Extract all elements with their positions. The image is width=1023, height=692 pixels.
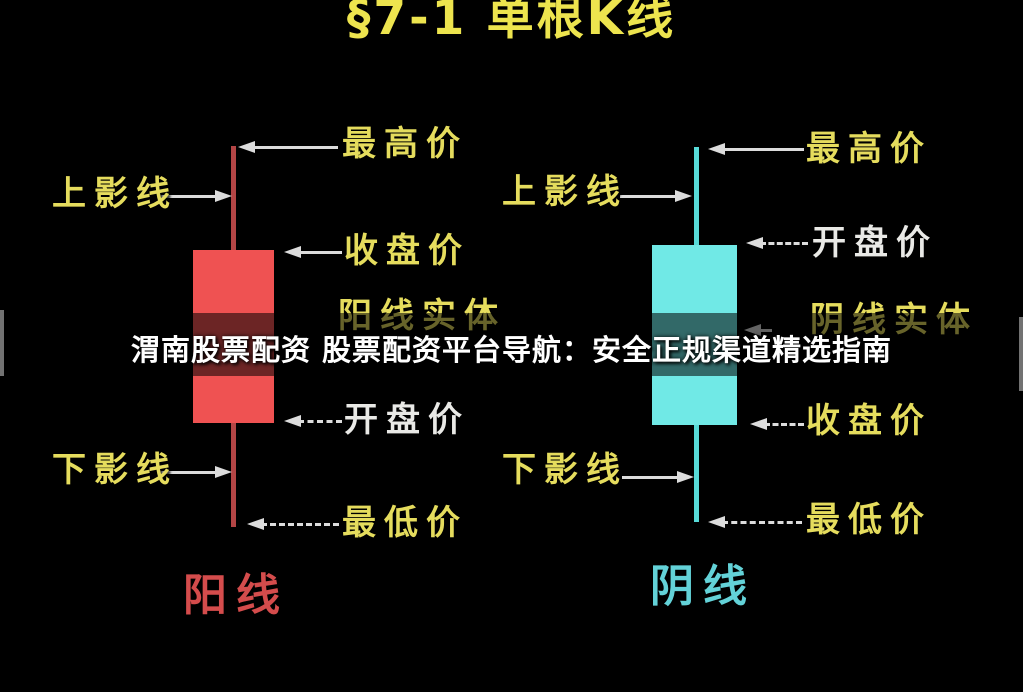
arrow-shaft — [298, 251, 342, 254]
bear-upper-shadow-arrow — [620, 190, 692, 202]
arrowhead-left-icon — [708, 516, 725, 528]
arrow-shaft — [160, 195, 218, 198]
bull-upper-shadow-arrow — [160, 190, 232, 202]
bear-close-arrow — [750, 418, 804, 430]
bear-low-arrow — [708, 516, 802, 528]
bear-upper-shadow-label: 上影线 — [502, 172, 628, 212]
arrowhead-left-icon — [284, 246, 301, 258]
arrow-shaft — [620, 195, 678, 198]
bull-high-arrow — [238, 141, 338, 153]
arrowhead-left-icon — [750, 418, 767, 430]
arrow-shaft — [622, 476, 680, 479]
arrowhead-right-icon — [677, 471, 694, 483]
arrowhead-right-icon — [215, 190, 232, 202]
bull-open-label: 开盘价 — [344, 400, 470, 440]
bull-open-arrow — [284, 415, 342, 427]
arrowhead-right-icon — [215, 466, 232, 478]
watermark-band — [0, 313, 1023, 376]
bull-lower-wick — [231, 423, 236, 527]
bear-close-label: 收盘价 — [806, 401, 932, 441]
bear-open-label: 开盘价 — [812, 223, 938, 263]
arrowhead-left-icon — [238, 141, 255, 153]
band-left-edge-artifact — [0, 310, 4, 376]
bull-candle-name: 阳线 — [183, 570, 289, 621]
arrow-shaft — [160, 471, 218, 474]
arrow-shaft — [760, 242, 808, 245]
bear-lower-shadow-arrow — [622, 471, 694, 483]
arrowhead-left-icon — [247, 518, 264, 530]
arrowhead-left-icon — [708, 143, 725, 155]
bear-high-label: 最高价 — [806, 129, 932, 169]
arrow-shaft — [261, 523, 339, 526]
arrow-shaft — [298, 420, 342, 423]
bear-candle-name: 阴线 — [650, 561, 756, 612]
bull-close-arrow — [284, 246, 342, 258]
watermark-text: 渭南股票配资 股票配资平台导航：安全正规渠道精选指南 — [130, 333, 893, 367]
arrow-shaft — [252, 146, 338, 149]
bull-lower-shadow-arrow — [160, 466, 232, 478]
bull-lower-shadow-label: 下影线 — [52, 450, 178, 490]
bear-upper-wick — [694, 147, 699, 246]
bull-close-label: 收盘价 — [344, 231, 470, 271]
bear-lower-shadow-label: 下影线 — [502, 450, 628, 490]
arrowhead-right-icon — [675, 190, 692, 202]
bear-lower-wick — [694, 425, 699, 522]
bear-low-label: 最低价 — [806, 500, 932, 540]
bear-high-arrow — [708, 143, 804, 155]
bear-open-arrow — [746, 237, 808, 249]
bull-upper-shadow-label: 上影线 — [52, 174, 178, 214]
band-right-edge-artifact — [1019, 317, 1023, 391]
arrowhead-left-icon — [284, 415, 301, 427]
bull-upper-wick — [231, 146, 236, 251]
bull-low-label: 最低价 — [342, 503, 468, 543]
arrow-shaft — [722, 148, 804, 151]
bull-low-arrow — [247, 518, 339, 530]
arrow-shaft — [764, 423, 804, 426]
arrow-shaft — [722, 521, 802, 524]
lesson-title: §7-1 单根K线 — [346, 0, 677, 46]
bull-high-label: 最高价 — [342, 124, 468, 164]
arrowhead-left-icon — [746, 237, 763, 249]
